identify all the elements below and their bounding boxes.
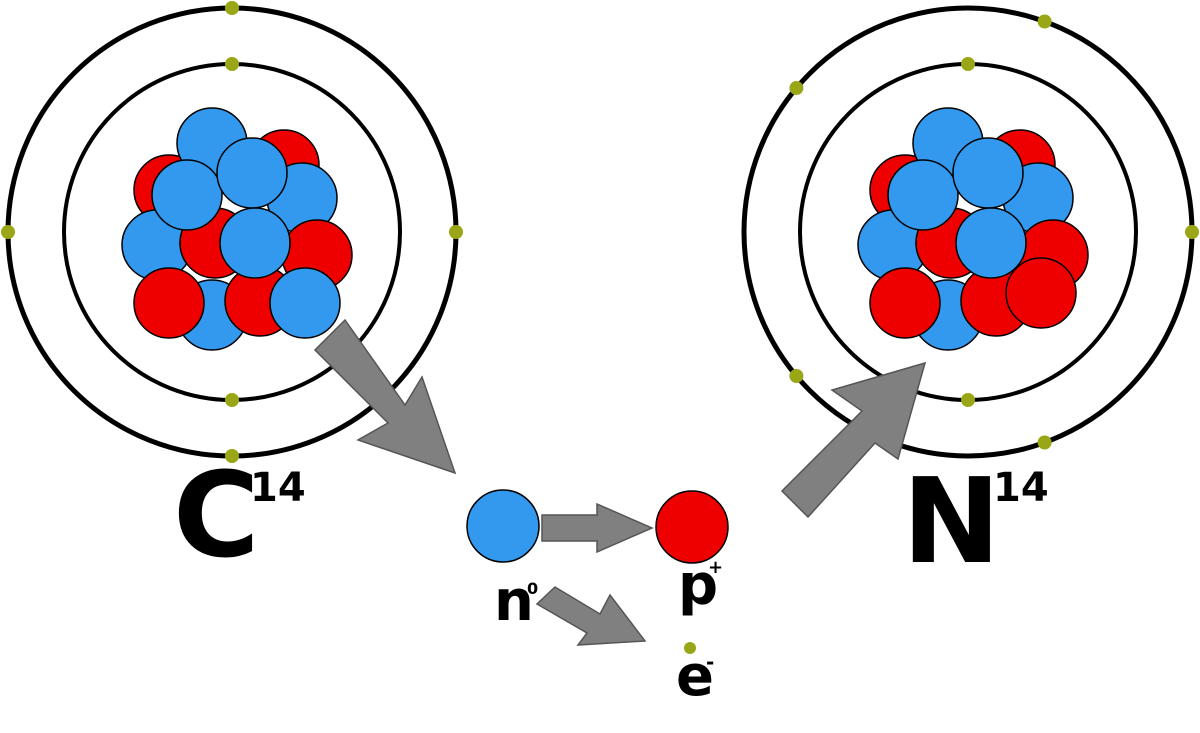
nitrogen-neutron — [955, 207, 1027, 279]
nitrogen-electron — [961, 57, 975, 71]
neutron-label: n — [494, 569, 534, 634]
proton-charge: + — [708, 557, 723, 578]
carbon-neutron — [269, 267, 341, 339]
proton-label: p — [678, 553, 718, 618]
carbon-proton — [133, 267, 205, 339]
nitrogen-proton — [869, 267, 941, 339]
nitrogen-mass-number: 14 — [993, 465, 1049, 511]
carbon-nucleus — [121, 107, 353, 351]
nitrogen-electrons — [789, 14, 1199, 450]
decay-out-arrow — [313, 318, 457, 475]
nitrogen-electron — [1185, 225, 1199, 239]
neutron-to-electron-arrow — [535, 586, 647, 646]
nitrogen-symbol: N — [902, 452, 1001, 590]
nitrogen-nucleus — [857, 107, 1089, 351]
nitrogen-proton — [1005, 257, 1077, 329]
nitrogen-neutron — [952, 137, 1024, 209]
carbon-mass-number: 14 — [250, 465, 306, 511]
nitrogen-neutron — [887, 159, 959, 231]
carbon-neutron — [219, 207, 291, 279]
carbon-electron — [225, 393, 239, 407]
decay-in-arrow — [780, 361, 927, 519]
nitrogen-atom — [741, 5, 1199, 459]
nitrogen-electron — [789, 368, 804, 383]
carbon-neutron — [151, 159, 223, 231]
carbon-electron — [1, 225, 15, 239]
electron-label: e — [676, 644, 714, 709]
carbon-electron — [225, 1, 239, 15]
carbon-electron — [225, 449, 239, 463]
nitrogen-electron — [789, 81, 804, 96]
free-neutron — [466, 489, 540, 563]
free-proton — [655, 490, 729, 564]
nitrogen-electron — [1037, 435, 1052, 450]
neutron-charge: 0 — [527, 579, 538, 598]
carbon-atom — [1, 1, 463, 463]
carbon-symbol: C — [173, 446, 260, 584]
electron-charge: - — [706, 650, 714, 674]
free-electron — [684, 642, 696, 654]
carbon-electron — [225, 57, 239, 71]
nitrogen-electron — [1037, 14, 1052, 29]
carbon-electron — [449, 225, 463, 239]
carbon-electrons — [1, 1, 463, 463]
neutron-to-proton-arrow — [541, 502, 654, 554]
nitrogen-electron — [961, 393, 975, 407]
carbon-neutron — [216, 137, 288, 209]
